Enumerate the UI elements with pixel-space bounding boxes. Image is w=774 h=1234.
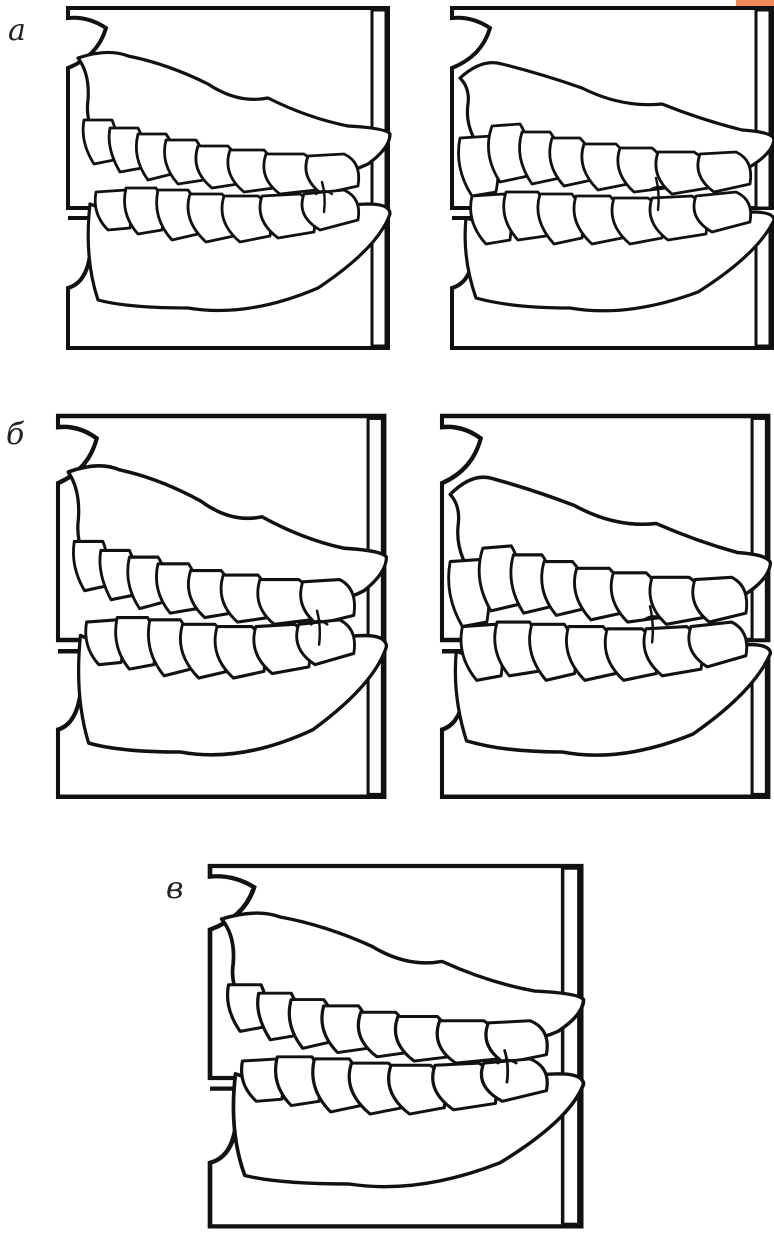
model-c (210, 866, 584, 1226)
label-b: б (6, 420, 24, 450)
model-b-right (442, 416, 770, 797)
label-c: в (166, 874, 183, 904)
model-a-right (452, 8, 774, 348)
model-a-left (68, 8, 390, 348)
model-b-left (58, 416, 386, 797)
label-a: а (8, 16, 26, 46)
